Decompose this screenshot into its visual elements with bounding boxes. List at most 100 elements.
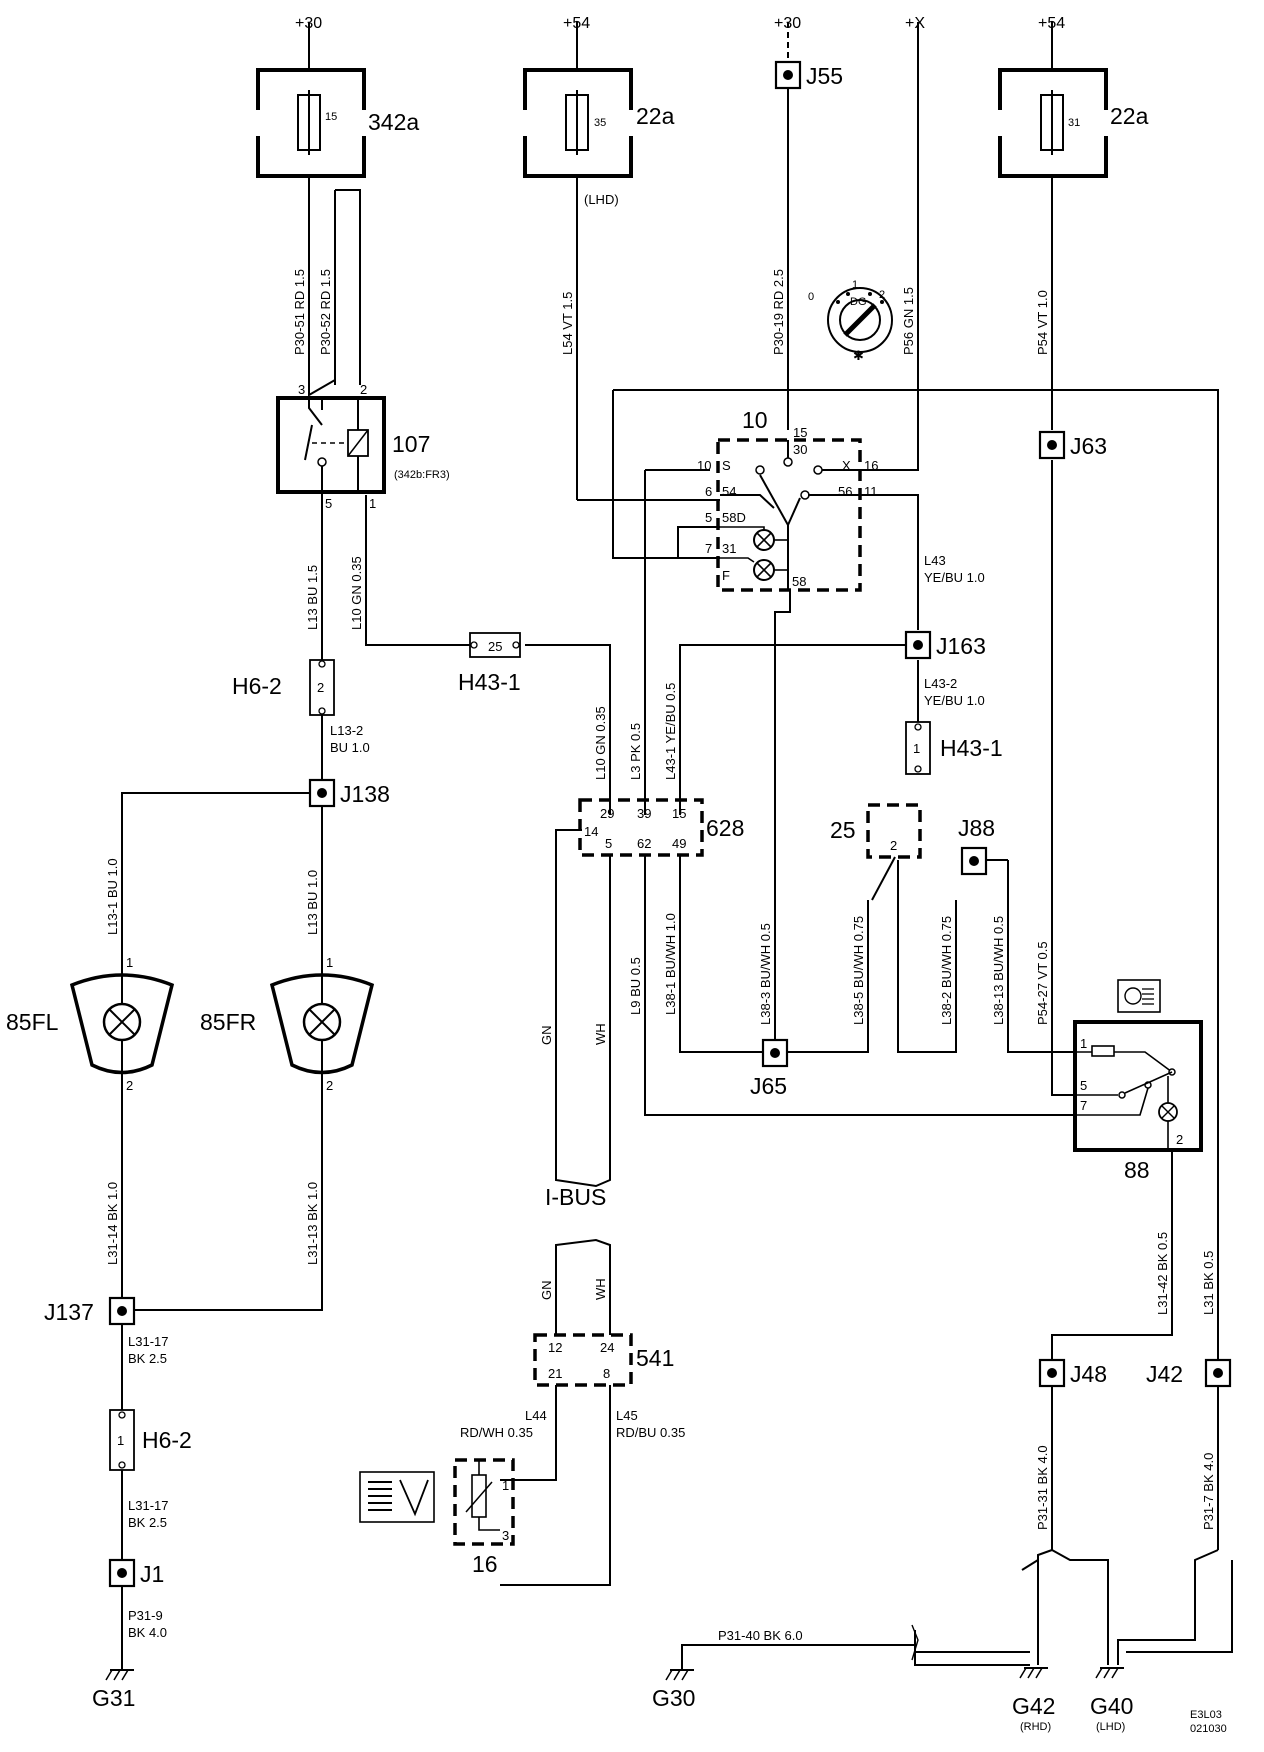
pin-label: 7 (705, 541, 712, 556)
wire-label: L43-1 YE/BU 0.5 (663, 683, 678, 780)
pin-label: 58D (722, 510, 746, 525)
ignition-pos: 0 (808, 291, 814, 303)
ignition-star: ✱ (853, 348, 864, 363)
diagram-date: 021030 (1190, 1723, 1227, 1735)
wire-label: WH (593, 1278, 608, 1300)
component-25: 2 25 (830, 803, 922, 901)
wire-label: RD/BU 0.35 (616, 1425, 685, 1440)
junction-label: J63 (1070, 433, 1107, 459)
pin-label: 14 (584, 824, 598, 839)
fuse-label: 342a (368, 109, 419, 135)
pin-label: 56 (838, 484, 852, 499)
junction-j88: J88 (958, 815, 995, 876)
module-628: 29 39 15 14 5 62 49 628 (578, 798, 744, 857)
ground-g30: G30 (652, 1669, 695, 1711)
pin-label: 16 (864, 458, 878, 473)
wire-label: L3 PK 0.5 (628, 723, 643, 780)
lamp-label: 85FR (200, 1009, 256, 1035)
junction-label: J1 (140, 1561, 164, 1587)
wire-label: L45 (616, 1408, 638, 1423)
pin-label: 15 (793, 425, 807, 440)
connector-label: H43-1 (458, 669, 521, 695)
ground-label: G31 (92, 1685, 135, 1711)
pin-label: 25 (488, 639, 502, 654)
junction-label: J55 (806, 63, 843, 89)
wire-label: P31-9 (128, 1608, 163, 1623)
pin-label: 24 (600, 1340, 614, 1355)
junction-label: J88 (958, 815, 995, 841)
wire-labels-horizontal: L13-2 BU 1.0 L43 YE/BU 1.0 L43-2 YE/BU 1… (128, 553, 985, 1643)
connector-h43-1-left: 25 H43-1 (458, 632, 521, 695)
connector-h6-2-bottom: 1 H6-2 (109, 1409, 192, 1471)
wire-label: BU 1.0 (330, 740, 370, 755)
wire-label: P54-27 VT 0.5 (1035, 941, 1050, 1025)
wire-label: P56 GN 1.5 (901, 287, 916, 355)
relay-107: 3 2 5 1 107 (342b:FR3) (276, 382, 450, 511)
fuse-label: 22a (636, 103, 675, 129)
switch-88: 1 5 7 2 88 (1073, 979, 1203, 1183)
pin-label: 5 (705, 510, 712, 525)
diagram-code: E3L03 (1190, 1709, 1222, 1721)
ignition-pos: DG (850, 296, 867, 308)
wire-label: L31 BK 0.5 (1201, 1251, 1216, 1315)
wire-label: L13-2 (330, 723, 363, 738)
junction-label: J42 (1146, 1361, 1183, 1387)
wire-label: L31-42 BK 0.5 (1155, 1232, 1170, 1315)
ground-note: (LHD) (1096, 1721, 1125, 1733)
junction-j63: J63 (1038, 430, 1107, 460)
relay-note: (342b:FR3) (394, 469, 450, 481)
wire-label: YE/BU 1.0 (924, 693, 985, 708)
pin-label: 3 (502, 1528, 509, 1543)
switch-label: 88 (1124, 1157, 1150, 1183)
supply-label: +30 (295, 15, 322, 32)
pin-label: 8 (603, 1366, 610, 1381)
wire-label: P30-52 RD 1.5 (318, 269, 333, 355)
wire-label: P31-7 BK 4.0 (1201, 1453, 1216, 1530)
wire-label: BK 2.5 (128, 1515, 167, 1530)
junction-j138: J138 (308, 778, 390, 808)
junction-j163: J163 (904, 630, 986, 660)
connector-label: H6-2 (142, 1427, 192, 1453)
pin-label: 2 (326, 1078, 333, 1093)
pin-label: 2 (1176, 1132, 1183, 1147)
pin-label: 2 (126, 1078, 133, 1093)
switch-label: 10 (742, 407, 768, 433)
wire-label: L38-13 BU/WH 0.5 (991, 916, 1006, 1025)
wire-label: BK 4.0 (128, 1625, 167, 1640)
wire-label: L10 GN 0.35 (349, 556, 364, 630)
junction-label: J137 (44, 1299, 94, 1325)
supply-label: +X (905, 15, 925, 32)
supply-label: +30 (774, 15, 801, 32)
wire-label: BK 2.5 (128, 1351, 167, 1366)
junction-j55: J55 (774, 60, 843, 90)
ground-label: G30 (652, 1685, 695, 1711)
pin-label: 58 (792, 574, 806, 589)
wire-label: L44 (525, 1408, 547, 1423)
wire-label: P31-31 BK 4.0 (1035, 1445, 1050, 1530)
wire-label: P30-51 RD 1.5 (292, 269, 307, 355)
pin-label: X (842, 458, 851, 473)
wire-label: P54 VT 1.0 (1035, 290, 1050, 355)
connector-label: H6-2 (232, 673, 282, 699)
wire-label: L9 BU 0.5 (628, 957, 643, 1015)
ignition-pos: 2 (879, 289, 885, 301)
pin-label: 1 (126, 955, 133, 970)
fuse-22a-31: 31 22a +54 (997, 15, 1149, 178)
wire-label: WH (593, 1023, 608, 1045)
wire-label: L31-13 BK 1.0 (305, 1182, 320, 1265)
pin-label: 5 (605, 836, 612, 851)
pin-label: 1 (1080, 1036, 1087, 1051)
module-541: 12 24 21 8 541 (533, 1333, 674, 1387)
wire-label: L38-5 BU/WH 0.75 (851, 916, 866, 1025)
pin-label: 62 (637, 836, 651, 851)
wire-label: L13 BU 1.5 (305, 565, 320, 630)
fuse-note: (LHD) (584, 192, 619, 207)
pin-label: F (722, 568, 730, 583)
switch-10: 10 15 30 10 S X 16 6 54 56 11 5 58D 7 31… (697, 407, 878, 592)
supply-label: +54 (1038, 15, 1065, 32)
junction-j48: J48 (1038, 1358, 1107, 1388)
junction-label: J138 (340, 781, 390, 807)
ground-g42: G42 (RHD) (1012, 1667, 1055, 1733)
pin-label: 2 (317, 680, 324, 695)
wire-label: L31-17 (128, 1334, 168, 1349)
